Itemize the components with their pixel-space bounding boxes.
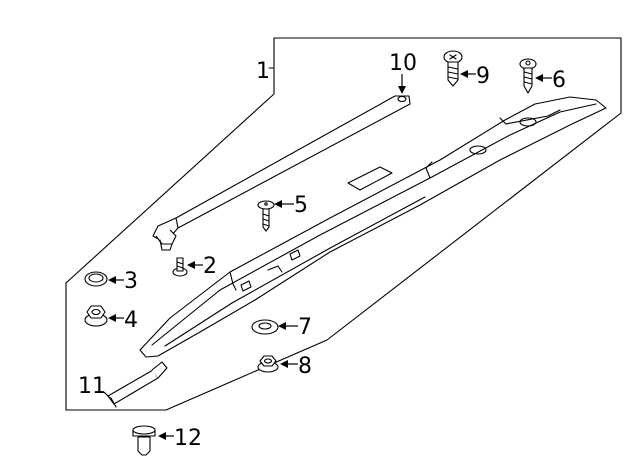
roof-pad: [347, 166, 393, 191]
callout-6-arrowhead: [535, 74, 543, 82]
callout-10-arrowhead: [398, 86, 406, 94]
stud-2-part: [172, 257, 188, 277]
callout-11-label: 11: [78, 374, 106, 399]
assembly-boundary: [65, 37, 622, 411]
callout-3-label: 3: [124, 269, 138, 294]
callout-4-arrowhead: [108, 314, 116, 322]
callout-9-arrowhead: [460, 70, 468, 78]
callout-8-label: 8: [298, 354, 312, 379]
callout-9-label: 9: [476, 64, 490, 89]
callout-12-label: 12: [174, 426, 202, 451]
callout-3-arrowhead: [108, 276, 116, 284]
callout-1-label: 1: [256, 59, 270, 84]
callout-7-arrowhead: [278, 322, 286, 330]
callout-8-arrowhead: [280, 360, 288, 368]
callout-6-label: 6: [552, 68, 566, 93]
strip-11-part: [107, 361, 168, 408]
nut-8-part: [257, 355, 279, 373]
callout-5-arrowhead: [274, 200, 282, 208]
callout-5-label: 5: [294, 193, 308, 218]
callout-4-label: 4: [124, 308, 138, 333]
screw-5-part: [257, 200, 275, 232]
screw-9-part: [443, 50, 463, 87]
rail-strip-part: [152, 95, 411, 251]
callout-12-arrowhead: [158, 432, 166, 440]
callout-7-label: 7: [298, 315, 312, 340]
callout-10-label: 10: [389, 51, 417, 76]
washer-7-part: [251, 319, 279, 335]
roof-rail-part: [139, 96, 607, 358]
clip-12-part: [132, 425, 156, 456]
callout-2-label: 2: [203, 254, 217, 279]
screw-6-part: [519, 58, 537, 94]
nut-4-part: [84, 305, 108, 327]
washer-3-part: [84, 271, 108, 287]
callout-11-leader: [103, 391, 111, 399]
callout-2-arrowhead: [187, 261, 195, 269]
